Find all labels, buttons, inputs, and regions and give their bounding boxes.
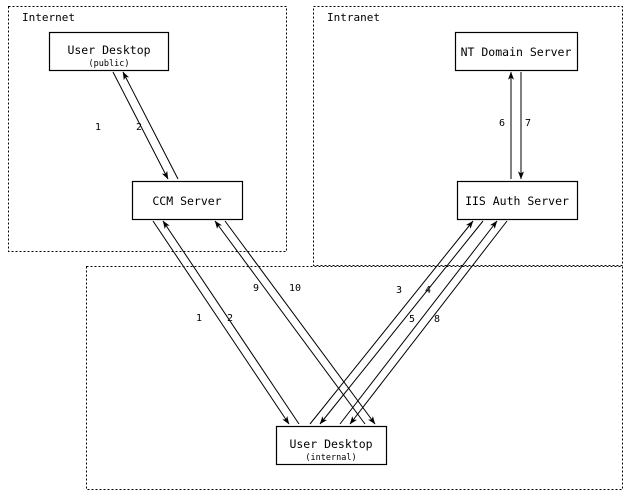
flow-line-step-8 xyxy=(349,220,508,425)
step-label-9: 9 xyxy=(253,283,259,294)
node-user-desktop-public-box[interactable] xyxy=(48,31,170,72)
flow-line-step-9 xyxy=(214,220,366,425)
connection-ccm-internal-desktop-910 xyxy=(214,220,376,425)
node-user-desktop-internal-label: User Desktop xyxy=(289,437,372,451)
step-labels-group: 1 2 6 7 9 10 1 2 3 4 5 8 xyxy=(95,118,531,325)
step-label-10: 10 xyxy=(289,283,301,294)
node-ccm-server-box[interactable] xyxy=(131,180,244,221)
connection-internal-desktop-iis-34 xyxy=(309,220,484,425)
zone-internet-label: Internet xyxy=(22,11,75,24)
flow-line-step-3 xyxy=(309,220,474,425)
step-label-1-internal: 1 xyxy=(196,313,202,324)
zone-intranet-label: Intranet xyxy=(327,11,380,24)
flow-line-step-2-internal xyxy=(162,220,300,425)
node-nt-domain-server-box[interactable] xyxy=(454,31,579,72)
step-label-3: 3 xyxy=(396,285,402,296)
flow-line-step-5 xyxy=(339,220,498,425)
step-label-5: 5 xyxy=(409,314,415,325)
step-label-4: 4 xyxy=(425,285,431,296)
node-iis-auth-server-box[interactable] xyxy=(456,180,579,221)
node-nt-domain-server-label: NT Domain Server xyxy=(461,45,572,59)
node-user-desktop-public[interactable]: User Desktop (public) xyxy=(48,31,170,72)
node-user-desktop-internal[interactable]: User Desktop (internal) xyxy=(275,425,388,466)
node-user-desktop-public-sublabel: (public) xyxy=(89,59,130,69)
step-label-7: 7 xyxy=(525,118,531,129)
connection-ccm-internal-desktop-12 xyxy=(152,220,300,425)
node-user-desktop-public-label: User Desktop xyxy=(67,43,150,57)
step-label-1-public: 1 xyxy=(95,122,101,133)
flow-line-step-1-public xyxy=(112,71,169,180)
step-label-8: 8 xyxy=(434,314,440,325)
step-label-6: 6 xyxy=(499,118,505,129)
node-user-desktop-internal-sublabel: (internal) xyxy=(305,453,356,463)
zone-internal-network-group xyxy=(86,266,623,490)
zone-intranet-group: Intranet xyxy=(313,6,623,266)
flow-line-step-4 xyxy=(319,220,484,425)
zone-internet-boundary xyxy=(8,6,287,252)
node-ccm-server-label: CCM Server xyxy=(152,194,221,208)
flow-line-step-1-internal xyxy=(152,220,290,425)
step-label-2-internal: 2 xyxy=(227,313,233,324)
connection-internal-desktop-iis-58 xyxy=(339,220,508,425)
node-iis-auth-server[interactable]: IIS Auth Server xyxy=(456,180,579,221)
node-iis-auth-server-label: IIS Auth Server xyxy=(465,194,569,208)
node-nt-domain-server[interactable]: NT Domain Server xyxy=(454,31,579,72)
zone-internet-group: Internet xyxy=(8,6,287,252)
connection-public-desktop-ccm xyxy=(112,71,179,180)
node-user-desktop-internal-box[interactable] xyxy=(275,425,388,466)
flow-line-step-2-public xyxy=(122,71,179,180)
node-ccm-server[interactable]: CCM Server xyxy=(131,180,244,221)
zone-internal-network-boundary xyxy=(86,266,623,490)
step-label-2-public: 2 xyxy=(136,122,142,133)
flow-line-step-10 xyxy=(224,220,376,425)
connection-iis-ntdomain xyxy=(508,71,524,180)
